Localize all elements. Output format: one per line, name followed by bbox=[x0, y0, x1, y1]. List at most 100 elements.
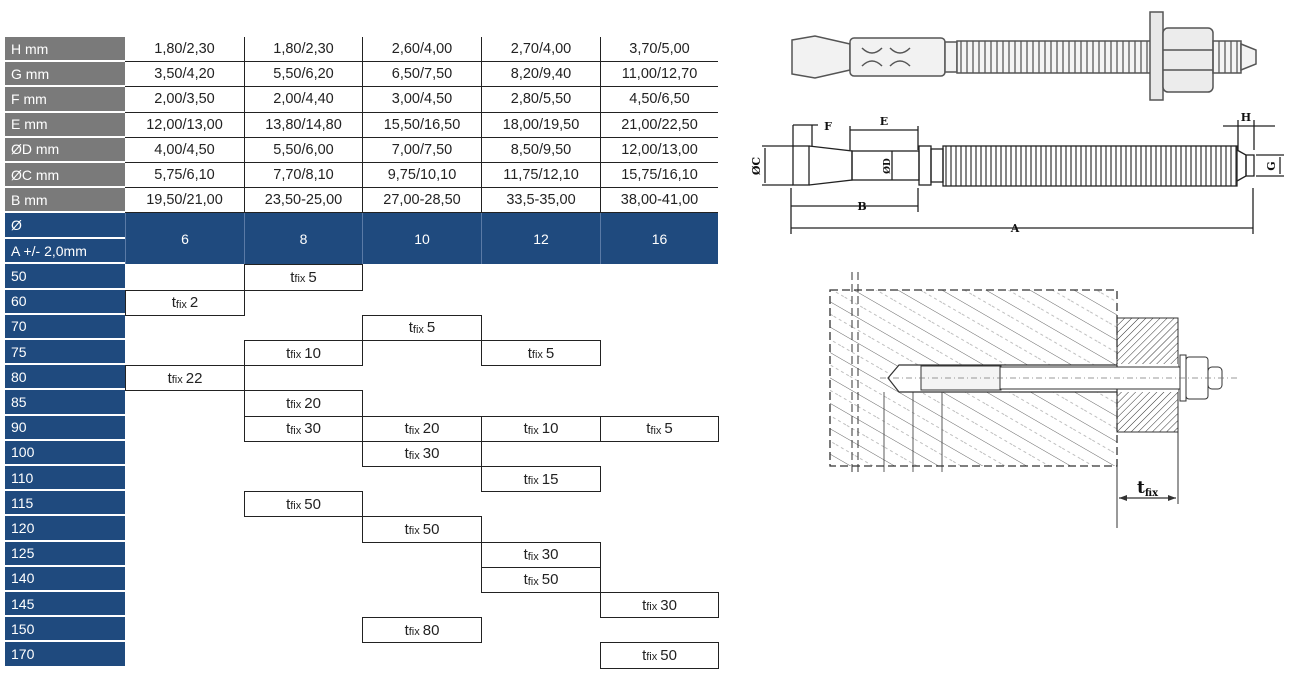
tfix-subscript: fix bbox=[175, 298, 187, 311]
dimension-value: 15,75/16,10 bbox=[600, 163, 718, 189]
dimension-label-d: ØD bbox=[882, 158, 893, 174]
dimension-row-label: F mm bbox=[5, 87, 125, 113]
anchor-length-label: 140 bbox=[5, 566, 125, 592]
dimension-value: 4,50/6,50 bbox=[600, 87, 718, 113]
tfix-symbol: t bbox=[527, 344, 532, 362]
tfix-subscript: fix bbox=[408, 424, 420, 437]
tfix-value: 10 bbox=[541, 420, 559, 438]
tfix-symbol: t bbox=[642, 646, 647, 664]
tfix-value: 5 bbox=[545, 344, 555, 362]
tfix-symbol: t bbox=[286, 495, 291, 513]
dimension-value: 7,70/8,10 bbox=[244, 163, 362, 189]
dimension-value: 4,00/4,50 bbox=[125, 138, 244, 163]
tfix-value: 50 bbox=[422, 520, 440, 538]
tfix-value: 22 bbox=[185, 369, 203, 387]
tfix-subscript: fix bbox=[527, 475, 539, 488]
dimension-label-c: ØC bbox=[750, 157, 763, 176]
tfix-subscript: fix bbox=[650, 424, 662, 437]
tfix-value: 20 bbox=[422, 420, 440, 438]
tfix-value: 80 bbox=[422, 621, 440, 639]
tfix-symbol: t bbox=[290, 268, 295, 286]
anchor-length-label: 60 bbox=[5, 289, 125, 315]
tfix-subscript: fix bbox=[408, 626, 420, 639]
dimension-value: 8,20/9,40 bbox=[481, 62, 600, 88]
tfix-value: 30 bbox=[541, 546, 559, 564]
anchor-length-label: 115 bbox=[5, 491, 125, 517]
tfix-symbol: t bbox=[408, 319, 413, 337]
anchor-length-label: 90 bbox=[5, 415, 125, 441]
dimension-value: 11,00/12,70 bbox=[600, 62, 718, 88]
dimension-row-label: B mm bbox=[5, 188, 125, 214]
tfix-value: 5 bbox=[664, 420, 673, 438]
anchor-length-label: 50 bbox=[5, 264, 125, 290]
dimension-label-h: H bbox=[1241, 111, 1251, 124]
tfix-value: 30 bbox=[304, 420, 321, 438]
anchor-length-label: 150 bbox=[5, 617, 125, 643]
tfix-subscript: fix bbox=[646, 601, 658, 614]
diameter-header-10: 10 bbox=[362, 213, 481, 265]
dimension-value: 2,00/3,50 bbox=[125, 87, 244, 113]
dimension-value: 1,80/2,30 bbox=[125, 37, 244, 63]
tfix-subscript: fix bbox=[408, 449, 420, 462]
anchor-length-label: 85 bbox=[5, 390, 125, 416]
dimension-label-b: B bbox=[857, 200, 866, 213]
dimension-value: 21,00/22,50 bbox=[600, 112, 718, 138]
dimension-value: 9,75/10,10 bbox=[362, 163, 481, 189]
tfix-symbol: t bbox=[286, 394, 291, 412]
dimension-value: 38,00-41,00 bbox=[600, 188, 718, 214]
dimension-value: 1,80/2,30 bbox=[244, 37, 362, 63]
dimension-row-label: H mm bbox=[5, 37, 125, 63]
tfix-symbol: t bbox=[286, 420, 291, 438]
dimension-value: 3,00/4,50 bbox=[362, 87, 481, 113]
dimension-label-e: E bbox=[880, 115, 888, 128]
installation-drawing: tfix bbox=[829, 272, 1240, 528]
tfix-subscript: fix bbox=[408, 525, 420, 538]
anchor-bolt-illustration bbox=[791, 11, 1257, 101]
dimension-label-a: A bbox=[1010, 222, 1020, 235]
anchor-length-label: 110 bbox=[5, 466, 125, 492]
tfix-symbol: t bbox=[646, 420, 651, 438]
tfix-symbol: t bbox=[286, 344, 291, 362]
dimension-value: 12,00/13,00 bbox=[600, 137, 718, 163]
tfix-subscript: fix bbox=[527, 575, 539, 588]
anchor-length-label: 120 bbox=[5, 516, 125, 542]
anchor-length-label: 70 bbox=[5, 314, 125, 340]
dimension-value: 23,50-25,00 bbox=[244, 188, 362, 214]
dimension-value: 2,80/5,50 bbox=[481, 87, 600, 113]
dimension-value: 6,50/7,50 bbox=[362, 62, 481, 88]
tfix-symbol: t bbox=[167, 369, 172, 387]
diameter-header-6: 6 bbox=[125, 213, 244, 265]
anchor-dimension-drawing bbox=[762, 120, 1284, 234]
tfix-value: 50 bbox=[541, 571, 559, 589]
diameter-header-label: Ø bbox=[5, 213, 125, 239]
tfix-value: 20 bbox=[304, 394, 321, 412]
tfix-symbol: t bbox=[404, 520, 409, 538]
tfix-value: 30 bbox=[660, 596, 677, 614]
tfix-value: 10 bbox=[304, 344, 321, 362]
diameter-header-16: 16 bbox=[600, 213, 718, 265]
tfix-value: 5 bbox=[308, 268, 317, 286]
tfix-value: 50 bbox=[304, 495, 321, 513]
dimension-row-label: ØD mm bbox=[5, 137, 125, 163]
dimension-value: 13,80/14,80 bbox=[244, 112, 362, 138]
tfix-symbol: t bbox=[404, 420, 409, 438]
tfix-subscript: fix bbox=[527, 550, 539, 563]
dimension-value: 15,50/16,50 bbox=[362, 112, 481, 138]
tfix-subscript: fix bbox=[290, 399, 302, 412]
tfix-subscript: fix bbox=[171, 374, 183, 387]
